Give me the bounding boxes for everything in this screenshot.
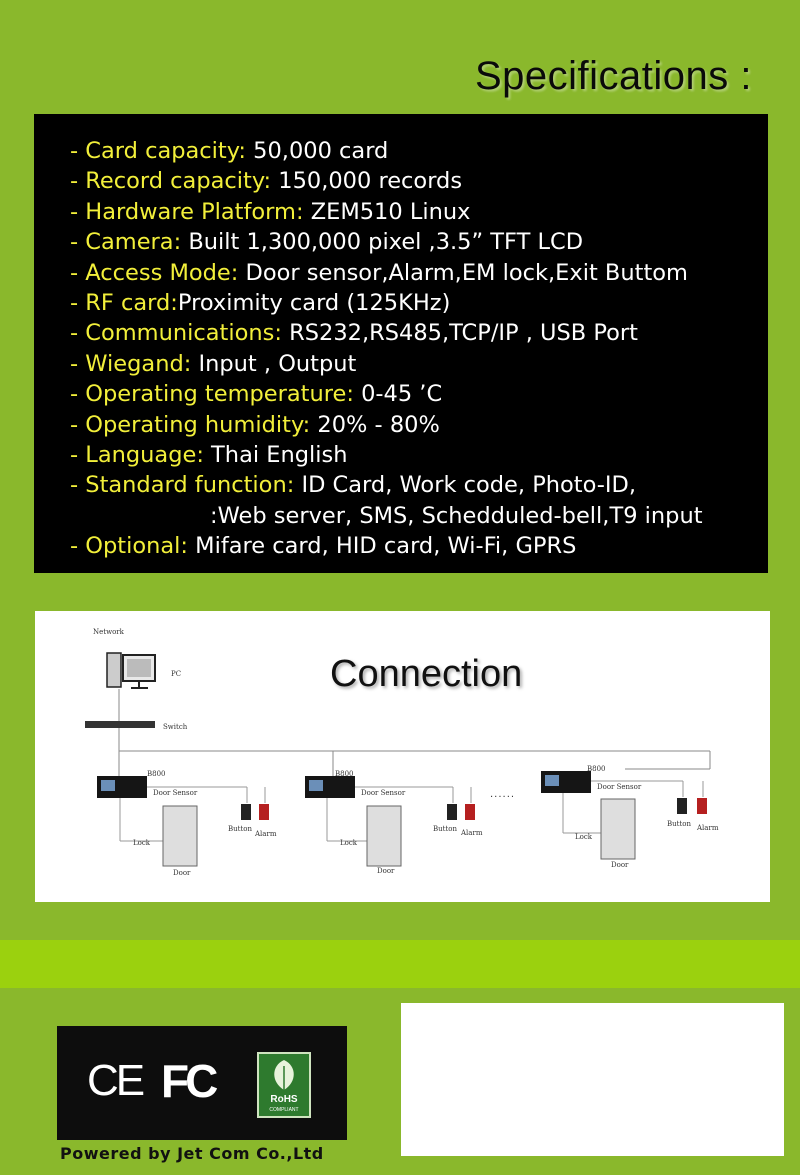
pc-icon — [106, 652, 156, 689]
spec-item: - Operating temperature: 0-45 ’C — [70, 379, 768, 409]
connection-diagram-svg: Network PC Switch — [85, 628, 719, 877]
spec-value: Mifare card, HID card, Wi-Fi, GPRS — [188, 533, 577, 560]
model-label-3: B800 — [587, 765, 606, 773]
spec-continuation: :Web server, SMS, Schedduled-bell,T9 inp… — [210, 502, 703, 529]
alarm-label-2: Alarm — [460, 829, 483, 837]
alarm-label-3: Alarm — [696, 824, 719, 832]
spec-label: Access Mode: — [85, 259, 239, 286]
spec-bullet: - — [70, 320, 86, 347]
spec-value: Proximity card (125KHz) — [177, 290, 451, 317]
spec-label: Hardware Platform: — [85, 198, 304, 225]
spec-item: - Record capacity: 150,000 records — [70, 166, 768, 196]
pc-label: PC — [171, 670, 181, 678]
spec-item: - Communications: RS232,RS485,TCP/IP , U… — [70, 318, 768, 348]
spec-label: Operating humidity: — [85, 411, 311, 438]
button-label-1: Button — [228, 825, 252, 833]
spec-list: - Card capacity: 50,000 card- Record cap… — [34, 114, 768, 562]
ellipsis-label: ...... — [490, 789, 515, 800]
spec-item: - Language: Thai English — [70, 440, 768, 470]
certification-logos: CE FC RoHS COMPLIANT — [57, 1026, 347, 1140]
specifications-panel: - Card capacity: 50,000 card- Record cap… — [34, 114, 768, 573]
spec-bullet: - — [70, 198, 86, 225]
rohs-label: RoHS — [270, 1094, 298, 1105]
divider-band — [0, 940, 800, 988]
switch-icon — [85, 721, 155, 728]
spec-label: Record capacity: — [85, 168, 272, 195]
spec-bullet: - — [70, 472, 86, 499]
rohs-logo: RoHS COMPLIANT — [257, 1052, 311, 1118]
spec-label: Language: — [85, 442, 204, 469]
spec-value: 20% - 80% — [310, 411, 440, 438]
spec-item: - Card capacity: 50,000 card — [70, 136, 768, 166]
spec-item: - Standard function: ID Card, Work code,… — [70, 470, 768, 500]
spec-label: Operating temperature: — [85, 381, 354, 408]
spec-value: Built 1,300,000 pixel ,3.5” TFT LCD — [181, 229, 584, 256]
alarm-label-1: Alarm — [254, 830, 277, 838]
spec-value: Door sensor,Alarm,EM lock,Exit Buttom — [238, 259, 688, 286]
spec-bullet: - — [70, 381, 86, 408]
connection-diagram: Network PC Switch — [35, 611, 770, 902]
spec-item: - Operating humidity: 20% - 80% — [70, 410, 768, 440]
door-sensor-label-2: Door Sensor — [361, 789, 406, 797]
ce-logo: CE — [87, 1056, 145, 1105]
spec-value: 0-45 ’C — [353, 381, 443, 408]
powered-by-text: Powered by Jet Com Co.,Ltd — [60, 1144, 324, 1163]
spec-bullet: - — [70, 350, 86, 377]
model-label-2: B800 — [335, 770, 354, 778]
rohs-compliant-label: COMPLIANT — [269, 1107, 298, 1113]
connection-title: Connection — [330, 653, 523, 695]
spec-label: Camera: — [85, 229, 182, 256]
spec-label: Card capacity: — [85, 138, 247, 164]
switch-label: Switch — [163, 723, 188, 731]
spec-item: - Camera: Built 1,300,000 pixel ,3.5” TF… — [70, 227, 768, 257]
button-label-3: Button — [667, 820, 691, 828]
spec-value: RS232,RS485,TCP/IP , USB Port — [281, 320, 639, 347]
network-wires — [118, 689, 711, 776]
spec-item: - RF card:Proximity card (125KHz) — [70, 288, 768, 318]
page-title: Specifications : — [474, 54, 752, 98]
lock-label-3: Lock — [575, 833, 593, 841]
leaf-icon: RoHS COMPLIANT — [269, 1060, 299, 1113]
spec-label: Standard function: — [85, 472, 295, 499]
spec-item: - Wiegand: Input , Output — [70, 349, 768, 379]
spec-bullet: - — [70, 533, 86, 560]
spec-bullet: - — [70, 442, 86, 469]
spec-value: Thai English — [203, 442, 348, 469]
terminal-unit-1 — [97, 776, 269, 867]
door-label-2: Door — [377, 867, 395, 875]
spec-item: - Optional: Mifare card, HID card, Wi-Fi… — [70, 531, 768, 561]
blank-white-panel — [401, 1003, 784, 1156]
spec-label: Communications: — [85, 320, 282, 347]
terminal-unit-3 — [541, 771, 707, 860]
spec-item: :Web server, SMS, Schedduled-bell,T9 inp… — [70, 501, 768, 531]
door-sensor-label-1: Door Sensor — [153, 789, 198, 797]
spec-bullet: - — [70, 290, 86, 317]
door-label-3: Door — [611, 861, 629, 869]
lock-label-2: Lock — [340, 839, 358, 847]
door-label-1: Door — [173, 869, 191, 877]
spec-bullet: - — [70, 229, 86, 256]
spec-value: ZEM510 Linux — [303, 198, 471, 225]
network-label: Network — [93, 628, 125, 636]
spec-bullet: - — [70, 259, 86, 286]
spec-value: 150,000 records — [271, 168, 463, 195]
button-label-2: Button — [433, 825, 457, 833]
lock-label-1: Lock — [133, 839, 151, 847]
spec-item: - Access Mode: Door sensor,Alarm,EM lock… — [70, 258, 768, 288]
terminal-unit-2 — [305, 776, 475, 867]
spec-label: RF card: — [85, 290, 178, 317]
spec-value: Input , Output — [191, 350, 357, 377]
spec-bullet: - — [70, 168, 86, 195]
fcc-logo: FC — [161, 1055, 218, 1107]
door-sensor-label-3: Door Sensor — [597, 783, 642, 791]
spec-bullet: - — [70, 138, 86, 164]
spec-item: - Hardware Platform: ZEM510 Linux — [70, 197, 768, 227]
spec-value: 50,000 card — [246, 138, 389, 164]
spec-label: Wiegand: — [85, 350, 192, 377]
spec-bullet: - — [70, 411, 86, 438]
model-label-1: B800 — [147, 770, 166, 778]
spec-value: ID Card, Work code, Photo-ID, — [294, 472, 637, 499]
spec-label: Optional: — [85, 533, 188, 560]
